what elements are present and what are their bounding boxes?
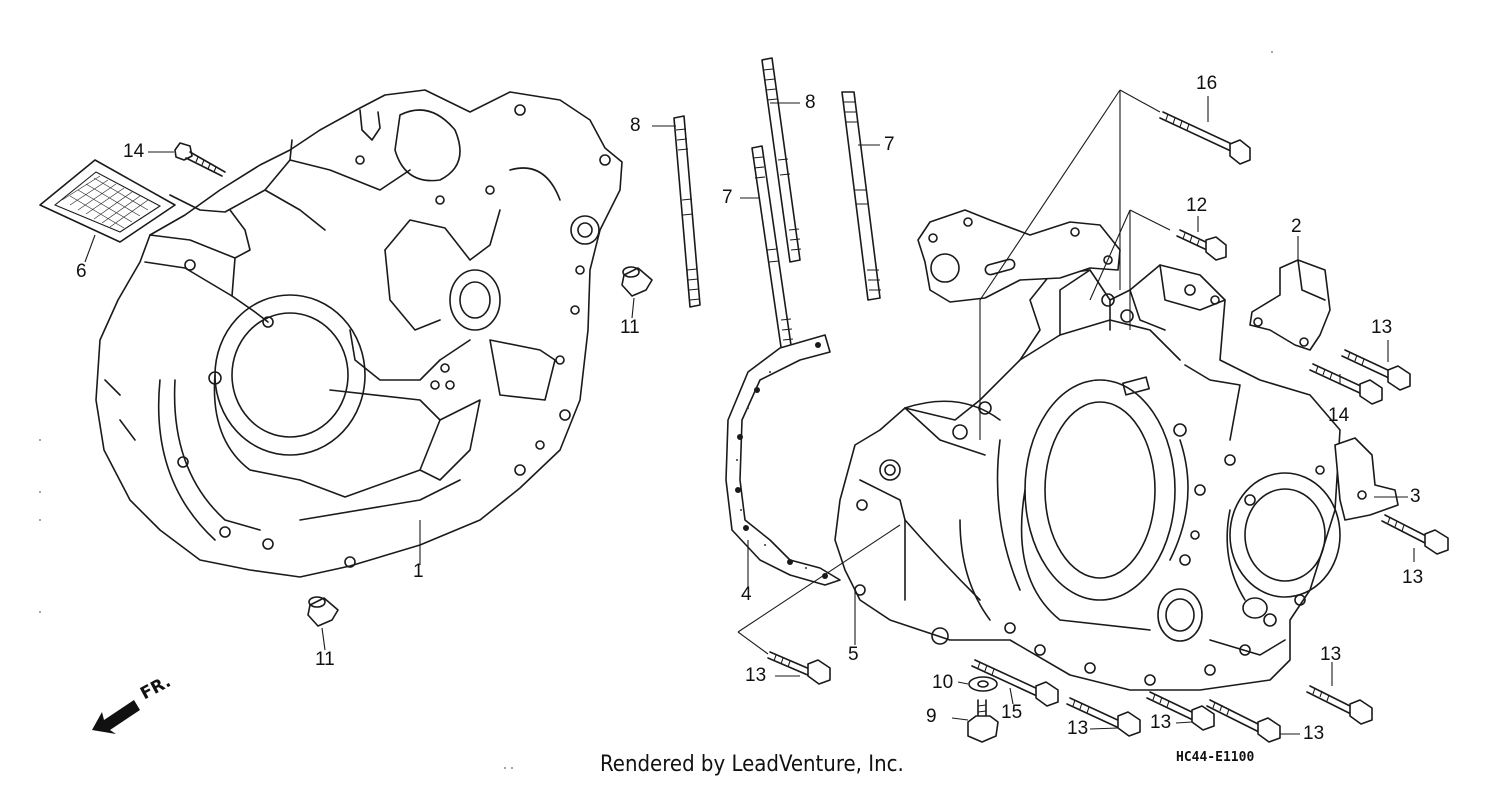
bracket-3[interactable] (1334, 437, 1399, 521)
callout-12: 12 (1186, 195, 1208, 216)
front-direction-arrow-icon (92, 700, 140, 734)
callout-5: 5 (848, 644, 859, 665)
dowel-pin-11-upper[interactable] (621, 266, 653, 297)
callout-7-right: 7 (884, 134, 895, 155)
stud-bolt-7-right[interactable] (841, 91, 881, 301)
leader-lines (84, 89, 1415, 735)
callout-13-lower-d: 13 (1320, 644, 1342, 665)
bracket-2[interactable] (1249, 259, 1331, 351)
callout-8-center: 8 (805, 92, 816, 113)
stud-bolt-8-center[interactable] (761, 57, 802, 263)
bolt-16[interactable] (1159, 111, 1251, 165)
oil-strainer-screen[interactable] (39, 159, 176, 243)
callout-9: 9 (926, 706, 937, 727)
bolt-13-bracket2[interactable] (1341, 349, 1411, 391)
callout-11-lower: 11 (315, 649, 335, 670)
bolt-14-right[interactable] (1309, 363, 1383, 405)
footer-credit: Rendered by LeadVenture, Inc. (600, 752, 904, 777)
callout-1: 1 (413, 561, 424, 582)
callout-3: 3 (1410, 486, 1421, 507)
callout-13-lower-c: 13 (1303, 723, 1325, 744)
right-crankcase[interactable] (834, 264, 1341, 691)
callout-13-lower-a: 13 (1067, 718, 1089, 739)
callout-13-gasket: 13 (745, 665, 767, 686)
callout-13-lower-b: 13 (1150, 712, 1172, 733)
bolt-13-bracket3[interactable] (1381, 514, 1449, 555)
bolt-13-lower-d[interactable] (1306, 685, 1373, 725)
bolt-13-lower-c[interactable] (1206, 699, 1281, 743)
drain-bolt-9[interactable] (967, 699, 999, 743)
bolt-13-gasket[interactable] (767, 651, 831, 685)
callout-11-upper: 11 (620, 317, 640, 338)
left-crankcase[interactable] (95, 89, 623, 578)
breather-plate[interactable] (917, 209, 1121, 303)
bolt-14-left[interactable] (174, 142, 226, 177)
dowel-pin-11-lower[interactable] (307, 596, 339, 627)
callout-10: 10 (932, 672, 954, 693)
callout-13-bracket3: 13 (1402, 567, 1424, 588)
bolt-15[interactable] (971, 659, 1059, 707)
callout-13-bracket2: 13 (1371, 317, 1393, 338)
callout-14-right: 14 (1328, 405, 1350, 426)
diagram-code: HC44-E1100 (1176, 750, 1255, 765)
callout-15: 15 (1001, 702, 1023, 723)
callout-8-left: 8 (630, 115, 641, 136)
stud-bolt-8-left[interactable] (673, 115, 701, 308)
callout-7-left: 7 (722, 187, 733, 208)
bolt-12[interactable] (1176, 229, 1227, 261)
callout-4: 4 (741, 584, 752, 605)
callout-6: 6 (76, 261, 87, 282)
crankcase-gasket[interactable] (725, 334, 841, 586)
callout-2: 2 (1291, 216, 1302, 237)
callout-16: 16 (1196, 73, 1218, 94)
scan-speckles (39, 51, 1273, 769)
callout-14-left: 14 (123, 141, 145, 162)
washer-10[interactable] (968, 676, 998, 692)
